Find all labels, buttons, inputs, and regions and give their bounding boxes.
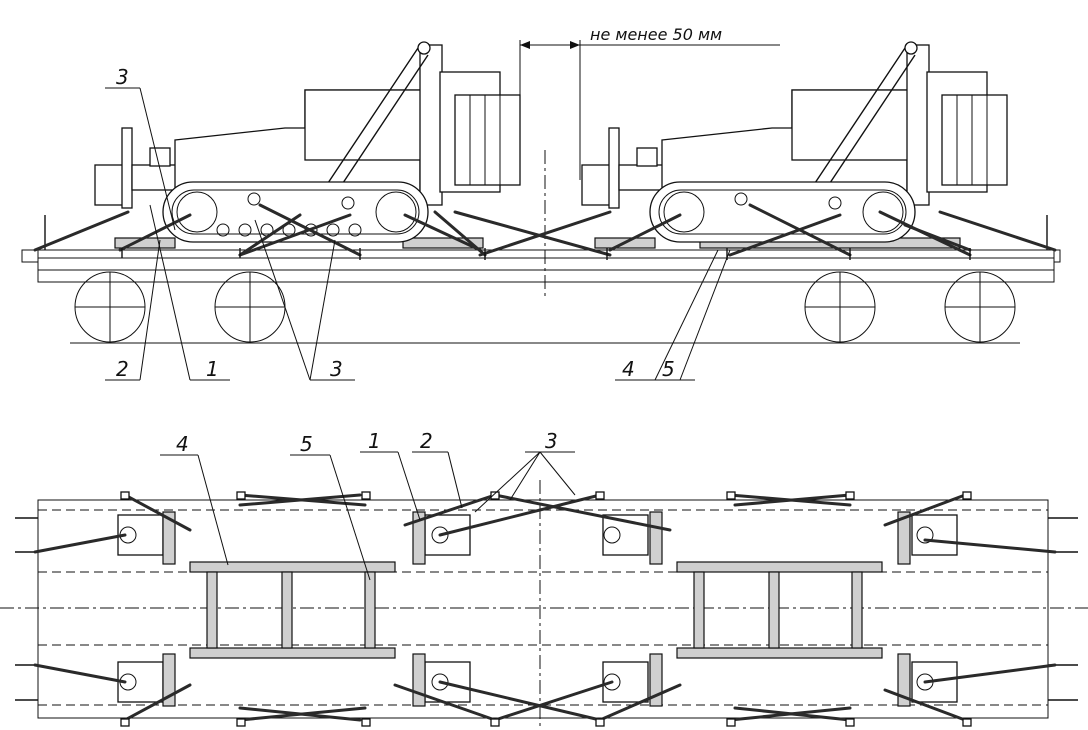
tractor-2 (581, 41, 1008, 243)
callout-side-1: 1 (206, 357, 219, 381)
platform-outline (37, 499, 1049, 719)
callout-side-5: 5 (662, 357, 675, 381)
wire-lashings-side (33, 203, 1057, 257)
callout-top-2: 2 (420, 429, 433, 453)
top-view (0, 480, 1088, 730)
callout-top-4: 4 (176, 432, 189, 456)
callout-side-3b: 3 (330, 357, 343, 381)
side-view (21, 40, 1061, 344)
callout-top-3: 3 (545, 429, 558, 453)
callout-top-5: 5 (300, 432, 313, 456)
anchor-fittings (117, 511, 958, 707)
wire-lashings-top (33, 493, 1057, 722)
side-leaders (105, 87, 731, 381)
tractor-1 (94, 41, 521, 243)
top-leaders (160, 451, 576, 581)
track (649, 181, 916, 243)
callout-side-4: 4 (622, 357, 635, 381)
clearance-note: не менее 50 мм (590, 25, 722, 44)
callout-side-3a: 3 (116, 65, 129, 89)
platform-frame (37, 249, 1055, 283)
wheelset (74, 271, 1016, 343)
track (162, 181, 429, 243)
bar-frame-1 (189, 561, 396, 659)
clearance-dimension (519, 40, 780, 180)
callout-side-2: 2 (116, 357, 129, 381)
callout-top-1: 1 (368, 429, 381, 453)
bar-frame-2 (676, 561, 883, 659)
